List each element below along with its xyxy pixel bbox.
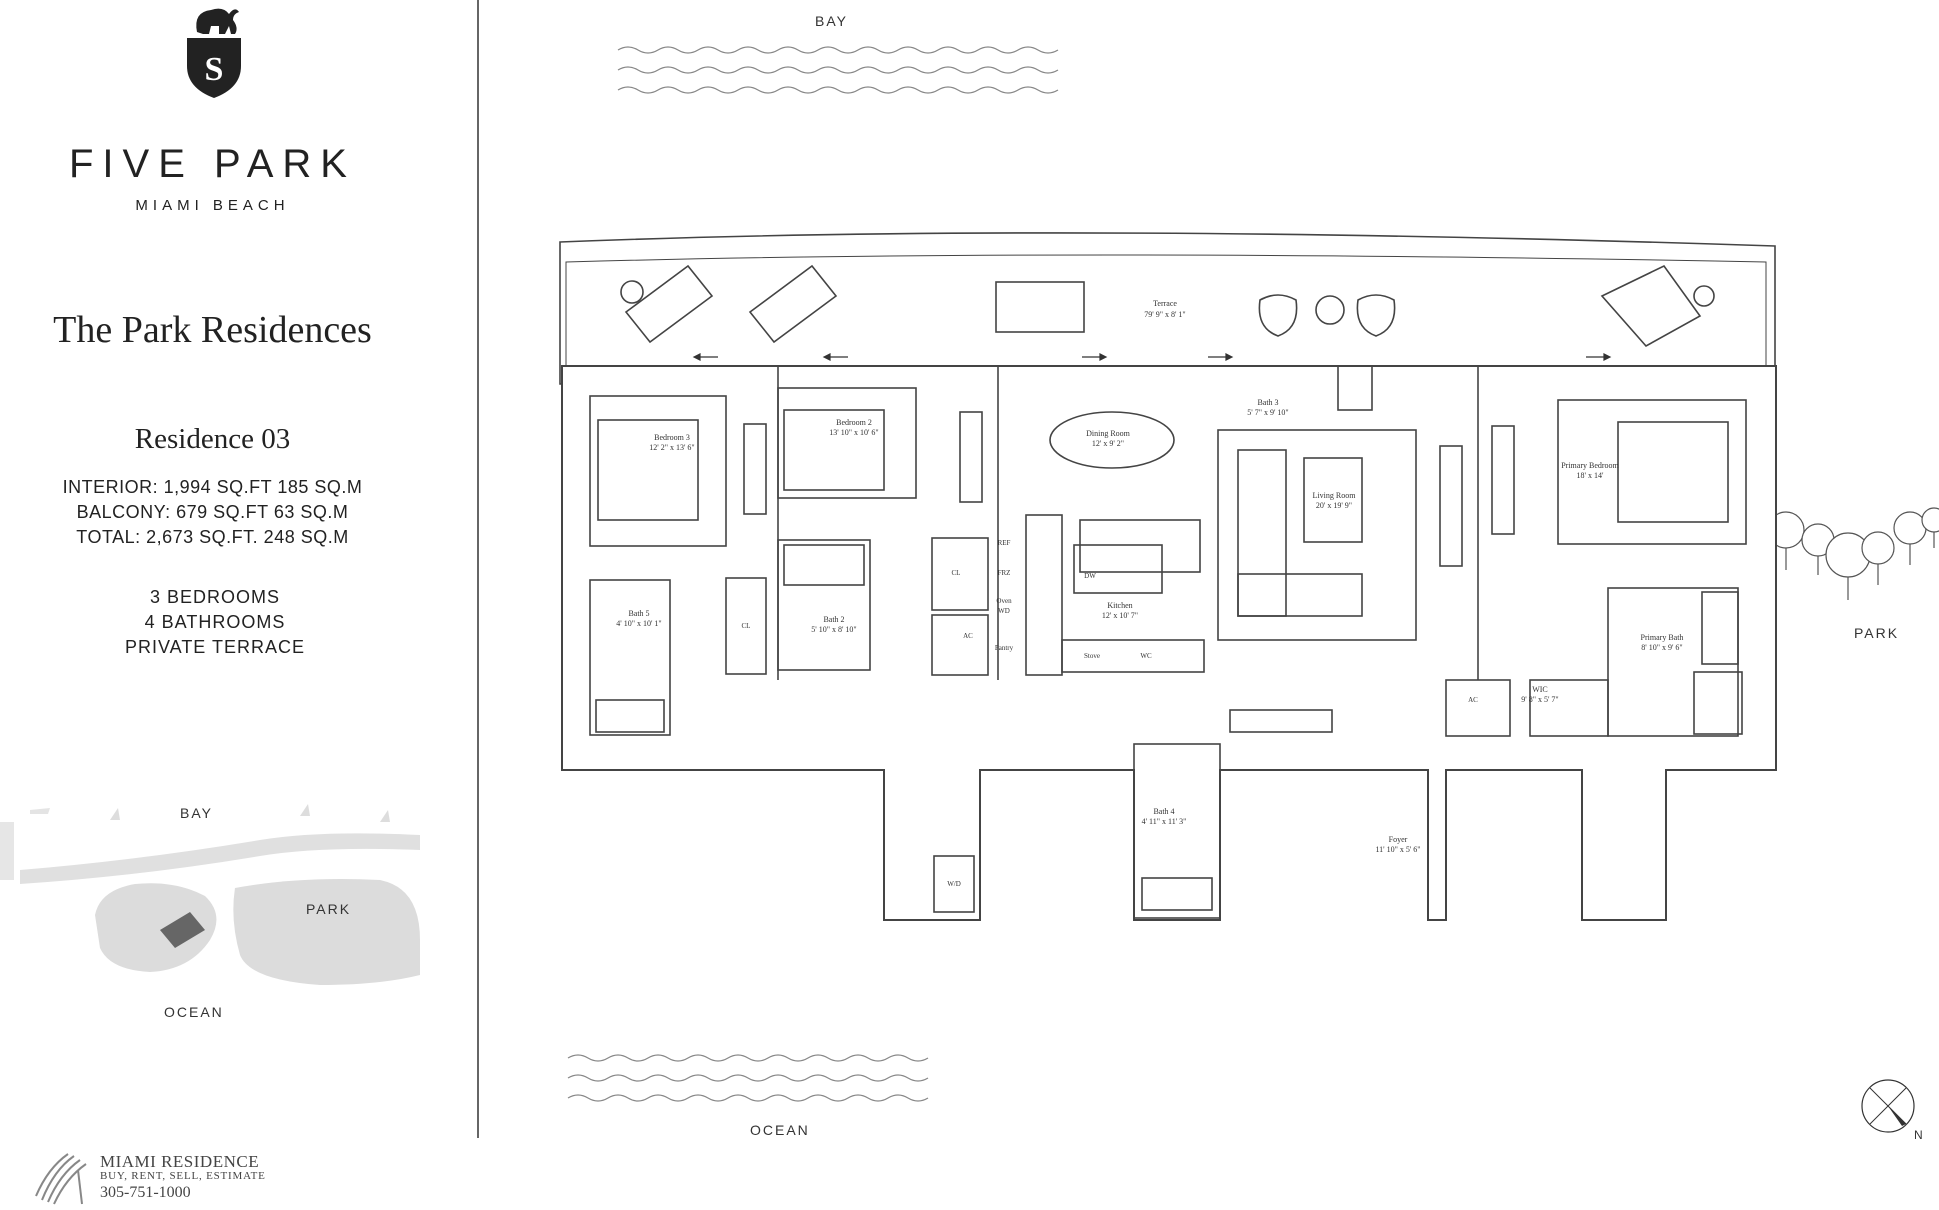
site-map: BAY PARK OCEAN: [0, 780, 430, 1040]
feature-terrace: PRIVATE TERRACE: [124, 637, 306, 657]
feature-bathrooms: 4 BATHROOMS: [144, 612, 286, 632]
kitchen-dims: 12' x 10' 7": [1102, 611, 1138, 620]
plan-bay-label: BAY: [815, 13, 848, 29]
plan-park-label: PARK: [1854, 625, 1900, 641]
bedroom3-dims: 12' 2" x 13' 6": [649, 443, 694, 452]
collection-title: The Park Residences: [53, 309, 372, 351]
frz-label: FRZ: [998, 569, 1011, 577]
pantry-label: Pantry: [995, 644, 1014, 652]
primary-bedroom-name: Primary Bedroom: [1561, 461, 1619, 470]
svg-text:S: S: [205, 51, 224, 88]
foyer-name: Foyer: [1389, 835, 1408, 844]
room-labels: Terrace 79' 9" x 8' 1" Bedroom 3 12' 2" …: [616, 299, 1683, 854]
footer-tagline: BUY, RENT, SELL, ESTIMATE: [100, 1170, 266, 1182]
balcony-area: BALCONY: 679 SQ.FT 63 SQ.M: [76, 502, 349, 522]
slider-arrows: [692, 353, 1612, 361]
site-bay-label: BAY: [180, 805, 213, 821]
wd-label: WD: [998, 607, 1010, 615]
primary-bath-name: Primary Bath: [1641, 633, 1684, 642]
miami-residence-logo-icon: [35, 1153, 87, 1205]
total-area: TOTAL: 2,673 SQ.FT. 248 SQ.M: [76, 527, 349, 547]
bath4-name: Bath 4: [1153, 807, 1174, 816]
wic-dims: 9' 8" x 5' 7": [1521, 695, 1558, 704]
ac-left-label: AC: [963, 632, 973, 640]
bath2-name: Bath 2: [823, 615, 844, 624]
info-sidebar: S FIVE PARK MIAMI BEACH The Park Residen…: [0, 0, 478, 1210]
floor-plan: BAY OCEAN PARK: [478, 0, 1939, 1210]
terrace-dims: 79' 9" x 8' 1": [1144, 310, 1185, 319]
closet-kitchen-label: CL: [952, 569, 961, 577]
north-label: N: [1914, 1128, 1923, 1142]
ocean-water-icon: [567, 1054, 929, 1102]
plan-walls: [559, 232, 1777, 921]
terrace-name: Terrace: [1153, 299, 1177, 308]
closet-left-label: CL: [742, 622, 751, 630]
site-map-graphic: [0, 804, 420, 985]
elephant-shield-logo-icon: S: [187, 8, 241, 98]
dining-name: Dining Room: [1086, 429, 1131, 438]
foyer-dims: 11' 10" x 5' 6": [1375, 845, 1420, 854]
wic-name: WIC: [1532, 685, 1548, 694]
living-dims: 20' x 19' 9": [1316, 501, 1352, 510]
dining-dims: 12' x 9' 2": [1092, 439, 1124, 448]
primary-bath-dims: 8' 10" x 9' 6": [1641, 643, 1682, 652]
kitchen-name: Kitchen: [1107, 601, 1132, 610]
bedroom3-name: Bedroom 3: [654, 433, 690, 442]
bedroom2-name: Bedroom 2: [836, 418, 872, 427]
living-name: Living Room: [1313, 491, 1357, 500]
ac-right-label: AC: [1468, 696, 1478, 704]
footer-company: MIAMI RESIDENCE: [100, 1152, 260, 1171]
site-park-label: PARK: [306, 901, 352, 917]
bedroom2-dims: 13' 10" x 10' 6": [829, 428, 878, 437]
bath2-dims: 5' 10" x 8' 10": [811, 625, 856, 634]
fixture-labels: CL CL REF FRZ Oven WD Pantry AC DW Stove…: [742, 539, 1479, 888]
oven-label: Oven: [996, 597, 1012, 605]
dw-label: DW: [1084, 572, 1096, 580]
feature-bedrooms: 3 BEDROOMS: [149, 587, 281, 607]
trees-icon: [1767, 507, 1939, 600]
residence-title: Residence 03: [134, 423, 291, 455]
wc-label: WC: [1140, 652, 1152, 660]
plan-ocean-label: OCEAN: [750, 1122, 810, 1138]
bath3-name: Bath 3: [1257, 398, 1278, 407]
floor-plan-drawing: Terrace 79' 9" x 8' 1" Bedroom 3 12' 2" …: [559, 46, 1939, 1102]
ref-label: REF: [998, 539, 1011, 547]
stove-label: Stove: [1084, 652, 1100, 660]
brand-location: MIAMI BEACH: [135, 197, 290, 214]
bay-water-icon: [617, 46, 1059, 94]
brand-name: FIVE PARK: [69, 142, 356, 186]
wd2-label: W/D: [947, 880, 961, 888]
site-ocean-label: OCEAN: [164, 1004, 224, 1020]
primary-bedroom-dims: 18' x 14': [1577, 471, 1604, 480]
north-compass-icon: [1861, 1079, 1915, 1133]
footer-phone: 305-751-1000: [100, 1184, 191, 1201]
bath5-dims: 4' 10" x 10' 1": [616, 619, 661, 628]
section-divider: [477, 0, 479, 1138]
bath4-dims: 4' 11" x 11' 3": [1142, 817, 1187, 826]
bath5-name: Bath 5: [628, 609, 649, 618]
bath3-dims: 5' 7" x 9' 10": [1247, 408, 1288, 417]
interior-area: INTERIOR: 1,994 SQ.FT 185 SQ.M: [62, 477, 363, 497]
